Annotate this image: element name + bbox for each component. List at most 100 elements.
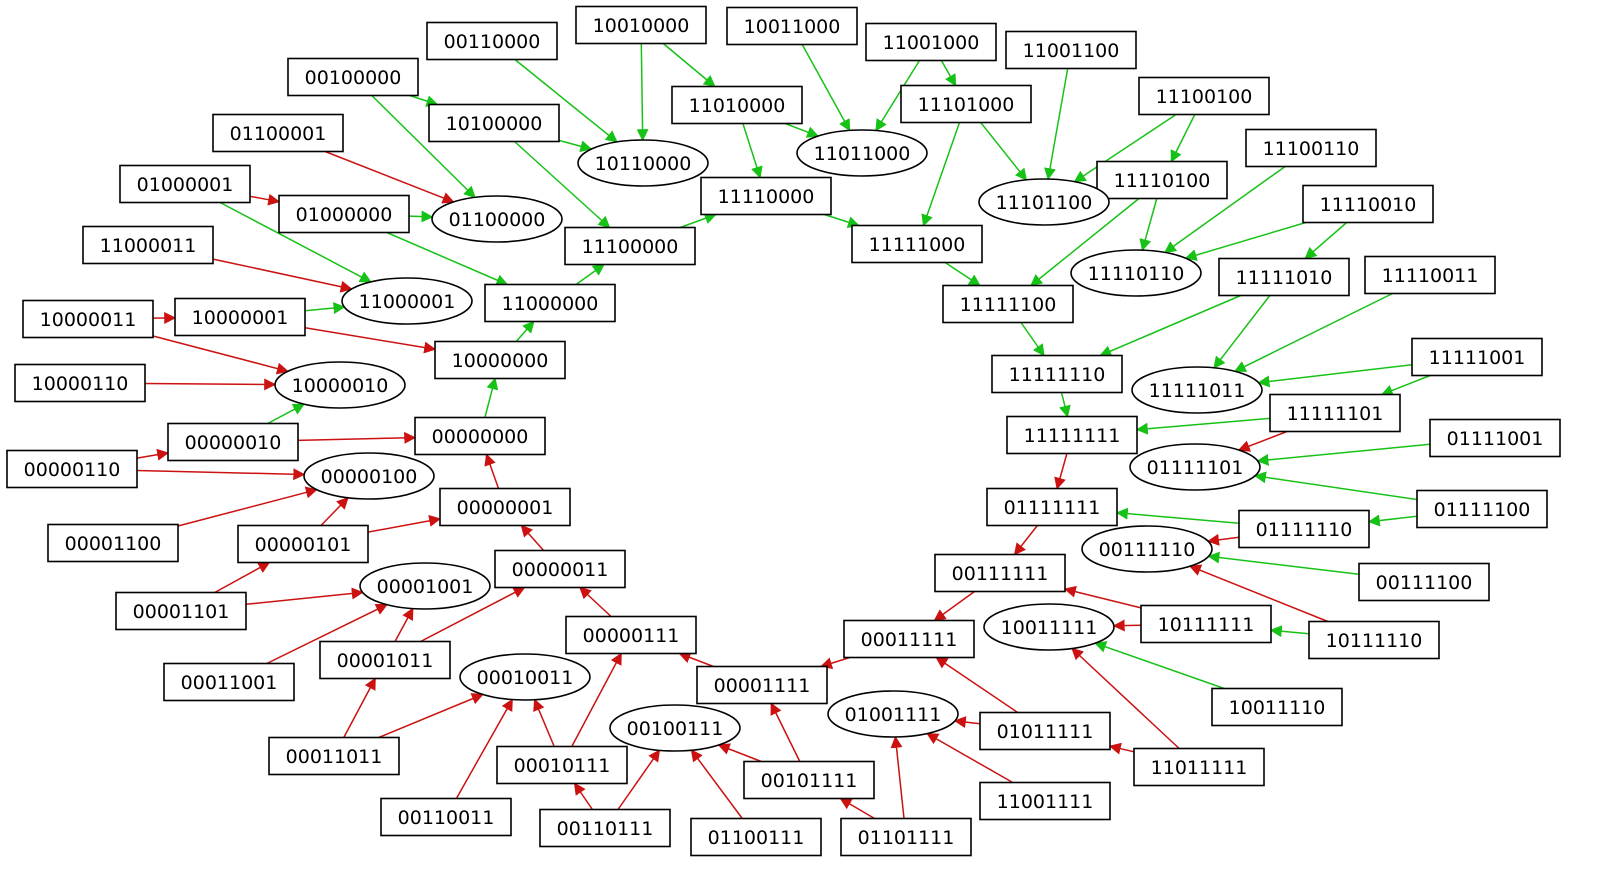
node-label: 11111000 (869, 234, 966, 256)
node-ellipse-shape (431, 195, 563, 243)
node-11101000: 11101000 (900, 84, 1032, 124)
node-box-shape (287, 57, 419, 97)
edge-00000011-to-00000001 (520, 524, 545, 551)
node-label: 11011000 (814, 143, 911, 165)
node-label: 10100000 (446, 113, 543, 135)
edge-00000001-to-00000000 (484, 453, 500, 489)
edge-00001011-to-00000011 (420, 586, 526, 643)
node-ellipse-shape (978, 178, 1110, 226)
edge-00111111-to-00011111 (933, 590, 975, 622)
node-label: 00100111 (627, 718, 724, 740)
node-ellipse-shape (983, 603, 1115, 651)
node-box-shape (851, 224, 983, 264)
node-label: 00010111 (514, 755, 611, 777)
node-box-shape (986, 487, 1118, 527)
node-10010000: 10010000 (575, 5, 707, 45)
node-00001011: 00001011 (319, 640, 451, 680)
node-label: 00001101 (133, 601, 230, 623)
node-label: 00010011 (477, 667, 574, 689)
node-01111110: 01111110 (1238, 509, 1370, 549)
edge-01101111-to-00101111 (839, 797, 875, 820)
node-11101100: 11101100 (978, 178, 1110, 226)
node-10011111: 10011111 (983, 603, 1115, 651)
node-box-shape (1269, 393, 1401, 433)
node-ellipse-shape (827, 690, 959, 738)
node-00000011: 00000011 (494, 549, 626, 589)
node-label: 10011110 (1229, 697, 1326, 719)
node-label: 00111111 (952, 563, 1049, 585)
node-label: 11111010 (1236, 267, 1333, 289)
node-label: 00000010 (185, 432, 282, 454)
node-box-shape (1429, 418, 1561, 458)
edge-11011111-to-01011111 (1108, 742, 1135, 755)
node-label: 00000000 (432, 426, 529, 448)
node-label: 00101111 (761, 770, 858, 792)
node-01000001: 01000001 (119, 164, 251, 204)
node-ellipse-shape (796, 129, 928, 177)
node-01111101: 01111101 (1129, 443, 1261, 491)
node-box-shape (439, 487, 571, 527)
node-box-shape (843, 619, 975, 659)
edge-00001100-to-00000100 (177, 486, 318, 527)
node-label: 11001000 (883, 32, 980, 54)
node-10110000: 10110000 (577, 139, 709, 187)
node-11111111: 11111111 (1006, 415, 1138, 455)
node-11111110: 11111110 (991, 354, 1123, 394)
edge-01100001-to-01100000 (324, 150, 455, 204)
node-00101111: 00101111 (743, 760, 875, 800)
node-label: 11101000 (918, 94, 1015, 116)
edge-11110010-to-11111010 (1304, 221, 1348, 260)
edge-11101000-to-11111000 (921, 122, 961, 227)
node-label: 01000001 (137, 174, 234, 196)
node-label: 01000000 (296, 204, 393, 226)
node-label: 11110100 (1114, 170, 1211, 192)
node-11111000: 11111000 (851, 224, 983, 264)
node-00111111: 00111111 (934, 553, 1066, 593)
node-00001100: 00001100 (47, 523, 179, 563)
node-box-shape (934, 553, 1066, 593)
edge-10000110-to-10000010 (144, 378, 277, 391)
node-box-shape (82, 225, 214, 265)
edge-00101111-to-00001111 (770, 702, 801, 762)
edge-01000001-to-11000001 (219, 201, 372, 283)
edge-00000110-to-00000010 (136, 448, 170, 461)
node-box-shape (47, 523, 179, 563)
node-10111110: 10111110 (1308, 620, 1440, 660)
edge-11110000-to-11111000 (823, 213, 860, 228)
edge-10010000-to-11010000 (662, 42, 716, 88)
node-box-shape (434, 340, 566, 380)
node-11110000: 11110000 (700, 176, 832, 216)
node-00000000: 00000000 (414, 416, 546, 456)
node-11110011: 11110011 (1364, 255, 1496, 295)
edge-00010111-to-00010011 (533, 698, 555, 747)
edge-11111100-to-11111110 (1020, 322, 1045, 357)
edge-01000001-to-01000000 (249, 193, 281, 206)
node-box-shape (6, 449, 138, 489)
edge-00100000-to-10100000 (409, 94, 439, 107)
node-11100000: 11100000 (564, 226, 696, 266)
edge-11001000-to-11101000 (940, 60, 957, 87)
edge-11100100-to-11110100 (1170, 114, 1196, 163)
node-11100100: 11100100 (1138, 76, 1270, 116)
node-label: 10000010 (292, 375, 389, 397)
edge-00000010-to-10000010 (267, 403, 306, 425)
node-10000000: 10000000 (434, 340, 566, 380)
node-label: 00110000 (444, 31, 541, 53)
node-box-shape (167, 422, 299, 462)
edge-00111100-to-00111110 (1207, 551, 1360, 576)
edge-00000111-to-00000011 (579, 586, 612, 618)
node-box-shape (840, 817, 972, 857)
node-00001001: 00001001 (359, 562, 491, 610)
edge-01111111-to-00111111 (1013, 525, 1038, 556)
node-11111100: 11111100 (942, 284, 1074, 324)
node-10000001: 10000001 (174, 297, 306, 337)
edge-11111010-to-11111110 (1099, 294, 1241, 357)
node-box-shape (1211, 687, 1343, 727)
node-label: 11111011 (1149, 380, 1246, 402)
edge-11100110-to-11110110 (1163, 165, 1286, 254)
node-box-shape (1364, 255, 1496, 295)
node-label: 01101111 (858, 827, 955, 849)
node-11110010: 11110010 (1302, 184, 1434, 224)
edge-10000001-to-11000001 (304, 302, 346, 315)
